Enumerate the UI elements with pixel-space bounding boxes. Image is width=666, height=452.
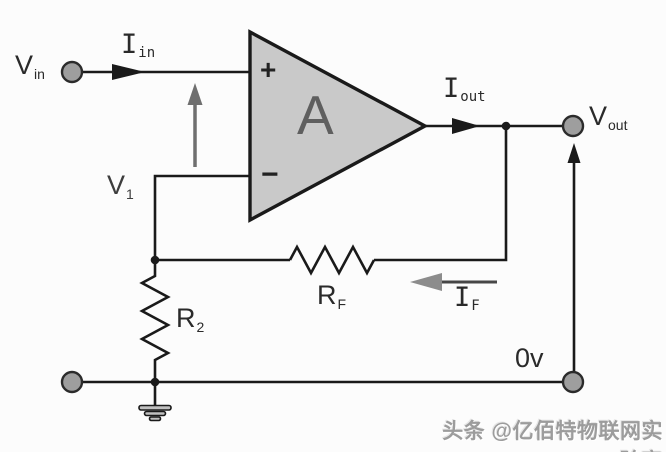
label-r2-main: R	[176, 303, 196, 333]
label-v1-main: V	[107, 170, 126, 200]
label-vin-sub: in	[34, 66, 45, 82]
label-if-main: I	[454, 282, 471, 313]
label-r2-sub: 2	[196, 319, 205, 335]
opamp-plus-input-label: +	[260, 54, 277, 85]
label-vout-sub: out	[608, 117, 628, 133]
label-iout-main: I	[443, 73, 460, 104]
label-rf-sub: F	[337, 296, 347, 312]
label-if-sub: F	[471, 298, 480, 314]
junction-dot-ground	[150, 377, 160, 387]
terminal-vin	[60, 60, 84, 84]
label-rf-main: R	[317, 280, 337, 310]
terminal-vout	[561, 114, 585, 138]
label-vin-main: V	[15, 50, 34, 80]
if-arrow-head	[410, 273, 442, 291]
terminal-ground-left	[60, 370, 84, 394]
vout-arrow-icon	[567, 143, 581, 371]
wire-feedback-right	[374, 126, 508, 262]
junction-dot-output	[501, 121, 511, 131]
label-ground-rail: 0v	[515, 345, 544, 372]
label-iin-main: I	[121, 29, 138, 60]
if-arrow-icon	[410, 273, 497, 291]
ground-bar-3	[148, 416, 162, 422]
iout-arrowhead-icon	[452, 118, 480, 134]
iin-arrowhead-icon	[112, 64, 145, 80]
ground-bar-2	[143, 410, 167, 417]
opamp-gain-label: A	[297, 84, 334, 146]
resistor-r2	[139, 260, 171, 382]
label-ground-rail-text: 0v	[515, 343, 544, 373]
terminal-ground-right	[561, 370, 585, 394]
resistor-rf	[288, 244, 376, 276]
watermark-text: 头条 @亿佰特物联网实验室	[442, 420, 663, 452]
opamp-minus-input-label: −	[261, 158, 279, 191]
v1-arrow-head	[187, 83, 203, 105]
label-iin-sub: in	[138, 45, 156, 61]
label-iout-sub: out	[460, 89, 486, 105]
ground-bar-1	[138, 404, 172, 411]
label-vout-main: V	[589, 101, 608, 131]
opamp-triangle	[248, 29, 429, 223]
junction-dot-feedback	[150, 255, 160, 265]
ground-icon	[138, 382, 172, 422]
label-v1-sub: 1	[126, 186, 134, 202]
wire-inverting-input	[153, 174, 250, 260]
v1-arrow-icon	[187, 83, 203, 167]
vout-arrow-head	[567, 143, 581, 163]
